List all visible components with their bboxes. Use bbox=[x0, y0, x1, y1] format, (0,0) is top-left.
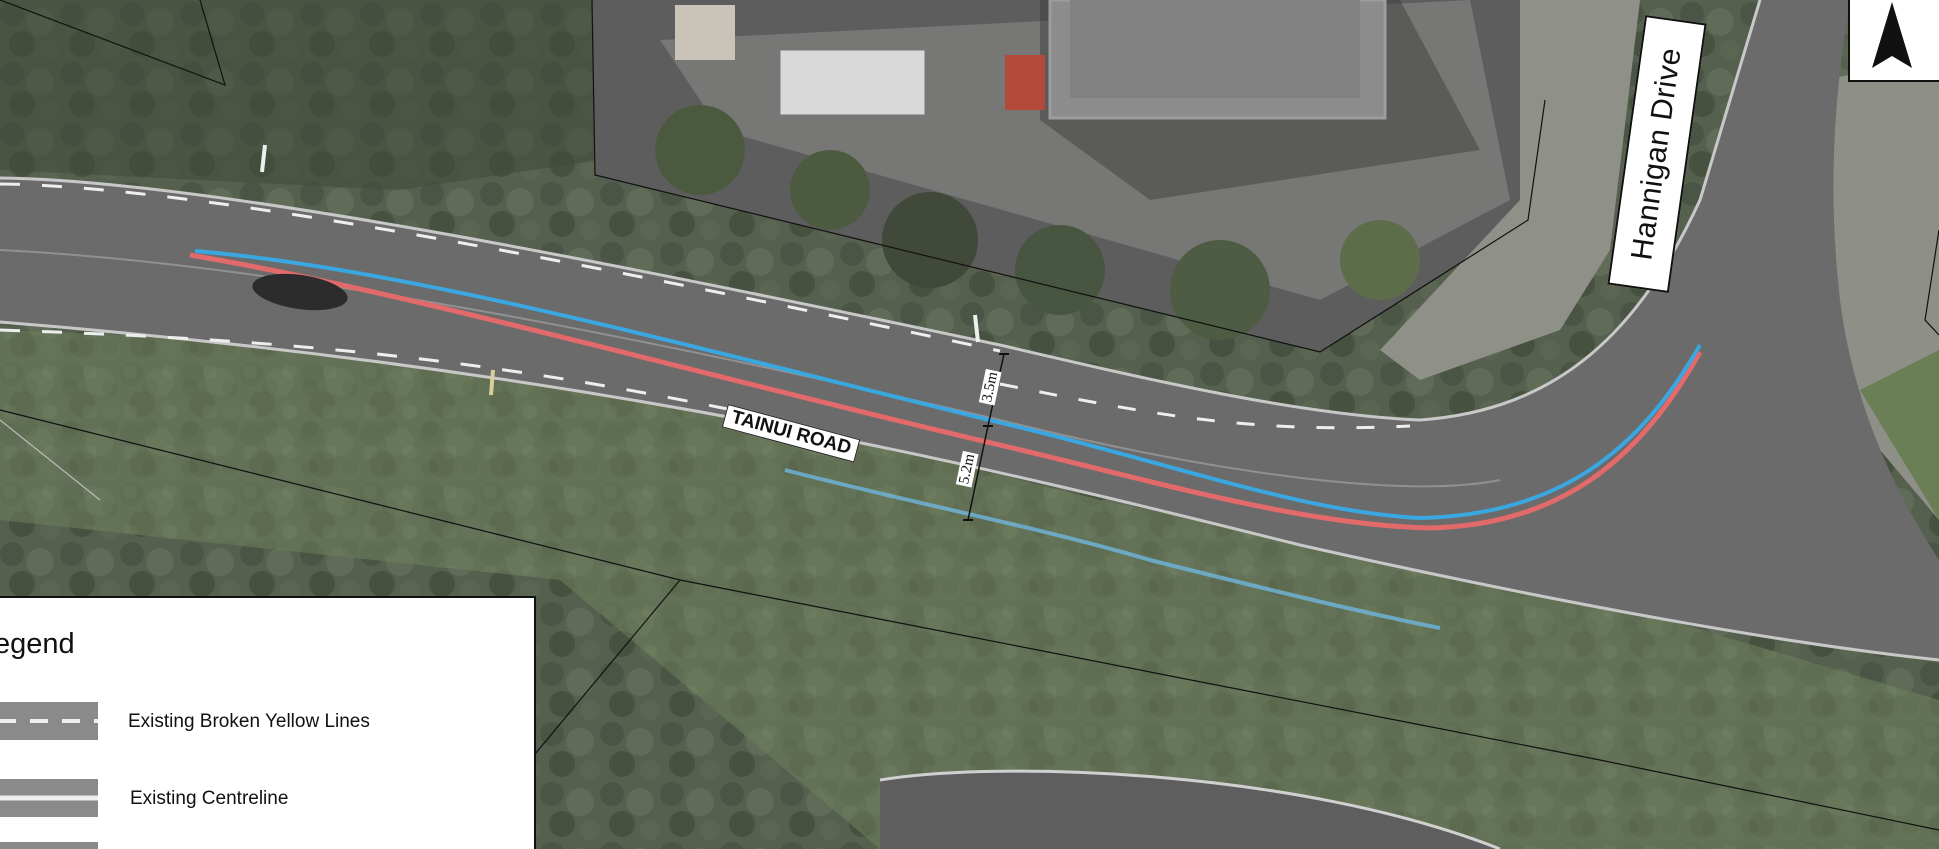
proposed-blue-line-south bbox=[784, 468, 1441, 630]
property-boundary bbox=[529, 579, 681, 761]
tree bbox=[655, 105, 745, 195]
legend-item: Existing Broken Yellow Lines bbox=[0, 702, 538, 740]
legend-panel: egend Existing Broken Yellow Lines Exist… bbox=[0, 596, 536, 849]
tree bbox=[790, 150, 870, 230]
north-arrow-box bbox=[1848, 0, 1939, 82]
parked-car bbox=[252, 273, 348, 311]
property-boundary bbox=[0, 0, 226, 86]
grass-right bbox=[1860, 350, 1939, 520]
existing-broken-yellow-lines bbox=[999, 382, 1411, 430]
legend-item-label: Existing Broken Yellow Lines bbox=[128, 711, 370, 732]
vehicle bbox=[675, 5, 735, 60]
tree-canopy bbox=[0, 0, 600, 190]
light-pole bbox=[260, 144, 267, 173]
tree bbox=[1170, 240, 1270, 340]
swatch bbox=[0, 842, 98, 849]
tree bbox=[1015, 225, 1105, 315]
centreline-swatch bbox=[0, 779, 98, 817]
broken-line-swatch bbox=[0, 702, 98, 740]
lower-driveway-edge bbox=[879, 769, 1501, 849]
light-pole bbox=[973, 314, 980, 343]
proposed-blue-line bbox=[194, 249, 1702, 521]
road-surface bbox=[0, 0, 1939, 660]
building-roof-inner bbox=[1070, 0, 1360, 98]
legend-item: Existing Centreline bbox=[0, 779, 538, 817]
grass-verge bbox=[0, 330, 1939, 849]
boundary-faint bbox=[0, 419, 101, 501]
building-shadow bbox=[1040, 0, 1480, 200]
legend-item bbox=[0, 842, 538, 849]
dimension-line-lower bbox=[967, 425, 989, 521]
legend-title: egend bbox=[0, 628, 75, 660]
existing-broken-yellow-lines bbox=[0, 182, 1001, 353]
footpath bbox=[1380, 0, 1640, 380]
tree bbox=[1340, 220, 1420, 300]
property-boundary bbox=[591, 0, 1546, 353]
red-vehicle bbox=[1005, 55, 1045, 110]
legend-item-label: Existing Centreline bbox=[130, 788, 289, 809]
road-kerb-north bbox=[0, 0, 1762, 422]
tree bbox=[882, 192, 978, 288]
light-pole bbox=[489, 369, 495, 396]
lower-driveway bbox=[880, 771, 1500, 849]
property-boundary bbox=[1924, 229, 1939, 336]
proposed-red-line bbox=[189, 252, 1703, 531]
road-kerb-south bbox=[0, 320, 1939, 662]
truck bbox=[779, 49, 926, 116]
property-boundary bbox=[0, 409, 1939, 831]
dimension-ticks bbox=[963, 353, 1009, 521]
north-arrow-icon bbox=[1872, 2, 1912, 68]
